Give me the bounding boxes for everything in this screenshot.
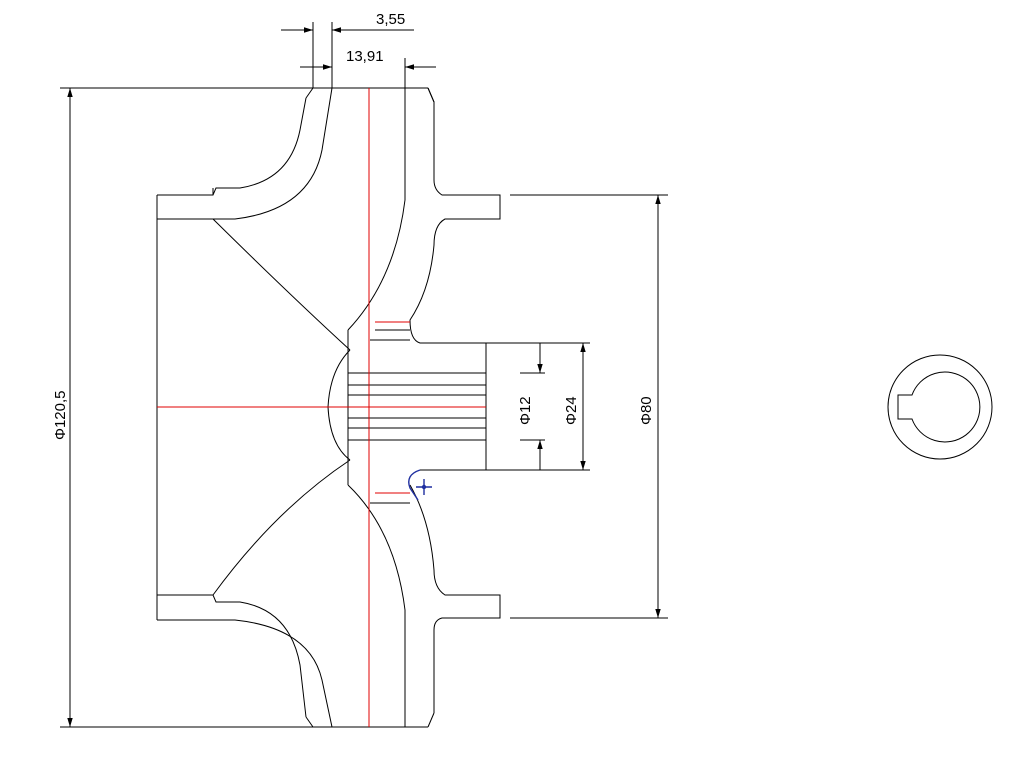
dimension-phi-12-group: Φ12 bbox=[486, 342, 545, 471]
crosshair-cursor-icon bbox=[416, 479, 432, 495]
dimension-phi-12: Φ12 bbox=[517, 396, 534, 425]
dimension-top: 3,55 13,91 bbox=[281, 11, 436, 88]
impeller-section bbox=[156, 87, 501, 728]
dimension-phi-80: Φ80 bbox=[638, 396, 655, 425]
dimension-13-91: 13,91 bbox=[346, 48, 384, 65]
dimension-phi-24-group: Φ24 bbox=[545, 342, 590, 471]
dimension-3-55: 3,55 bbox=[376, 11, 405, 28]
end-view-keyed-hub bbox=[887, 354, 993, 460]
dimension-outer-diameter: Φ120,5 bbox=[52, 87, 313, 728]
selected-fillet[interactable] bbox=[408, 469, 421, 501]
dimension-phi-24: Φ24 bbox=[563, 396, 580, 425]
dimension-phi-80-group: Φ80 bbox=[510, 194, 668, 619]
dimension-phi-120-5: Φ120,5 bbox=[52, 390, 69, 440]
centerlines bbox=[157, 88, 486, 727]
